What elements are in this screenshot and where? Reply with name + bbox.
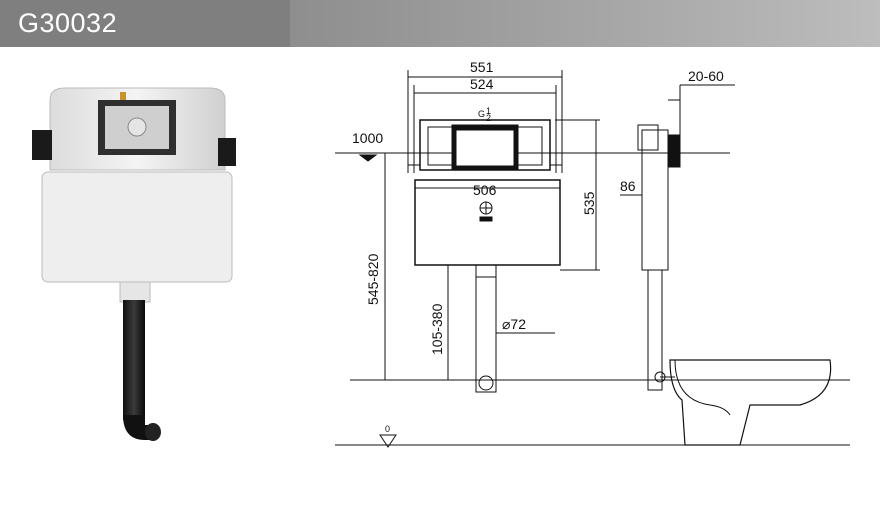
- dim-tank-width: 506: [473, 182, 497, 198]
- dim-tank-height: 535: [581, 191, 597, 215]
- dim-wall-range: 20-60: [688, 68, 724, 84]
- side-view-plate: [667, 134, 681, 168]
- side-view-tank: [641, 129, 669, 271]
- dim-inlet: G: [478, 109, 485, 119]
- dim-floor: 0: [385, 424, 390, 434]
- left-bracket: [32, 130, 52, 160]
- dim-frame-range: 545-820: [365, 253, 381, 305]
- toilet-bowl: [669, 359, 832, 446]
- floor-marker: [379, 434, 397, 448]
- dim-inlet-num: 1: [486, 106, 491, 116]
- flush-pipe: [123, 300, 145, 420]
- right-bracket: [218, 138, 236, 166]
- product-photo: [32, 87, 236, 441]
- dim-outer-width: 551: [470, 59, 494, 75]
- dim-outlet-range: 105-380: [429, 303, 445, 355]
- dim-depth: 86: [620, 178, 636, 194]
- cistern-body: [41, 171, 233, 283]
- dim-outlet-diameter: ⌀72: [502, 316, 526, 332]
- header-tab: G30032: [0, 0, 290, 47]
- header-bar: [290, 0, 880, 47]
- technical-drawing: 551 524 G 1 2 1000 506 535 545-820 105-3…: [335, 59, 850, 448]
- dim-inlet-den: 2: [486, 113, 491, 123]
- model-title: G30032: [18, 8, 118, 38]
- outlet-pipe: [475, 276, 497, 393]
- dim-install-height: 1000: [352, 130, 383, 146]
- dim-inner-width: 524: [470, 76, 494, 92]
